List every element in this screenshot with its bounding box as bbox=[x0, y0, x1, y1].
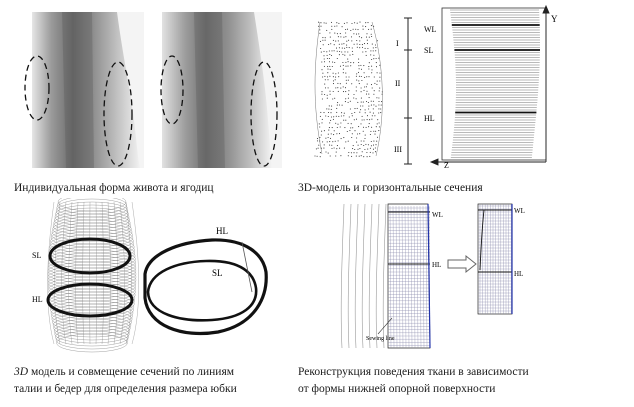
body-shape-renders-svg bbox=[24, 12, 282, 168]
horizontal-slice-lines bbox=[450, 9, 540, 158]
fabric-reconstruction-figure: WL HL Sewing line WL HL bbox=[336, 198, 532, 358]
buttock-dashed-ellipse bbox=[103, 61, 133, 167]
wl-label: WL bbox=[424, 25, 437, 34]
fabric-pattern-right bbox=[477, 203, 513, 315]
hl-ring-label: HL bbox=[32, 295, 43, 304]
sl-ring-label: SL bbox=[32, 251, 41, 260]
z-axis-label: Z bbox=[444, 161, 449, 170]
caption-top-right: 3D-модель и горизонтальные сечения bbox=[298, 182, 483, 194]
wireframe-overlay-svg: SL HL HL SL bbox=[32, 192, 268, 353]
model-sections-svg: I II III WL SL HL Y Z bbox=[314, 4, 558, 170]
caption-bottom-left-line1: модель и совмещение сечений по линиям bbox=[28, 366, 235, 378]
caption-bottom-right-line2: от формы нижней опорной поверхности bbox=[298, 383, 496, 395]
axes bbox=[429, 4, 550, 166]
belly-dashed-ellipse bbox=[160, 55, 184, 125]
y-axis-label: Y bbox=[551, 14, 558, 24]
body-shape-renders bbox=[22, 10, 284, 170]
wireframe-model bbox=[47, 192, 139, 353]
zone-label-2: II bbox=[395, 79, 401, 88]
wl-fabric-label: WL bbox=[432, 211, 443, 219]
zone-bracket bbox=[404, 17, 412, 165]
point-cloud-model bbox=[314, 21, 383, 158]
fabric-drape-left bbox=[340, 203, 431, 349]
hl-section-label: HL bbox=[216, 226, 228, 236]
fabric-reconstruction-svg: WL HL Sewing line WL HL bbox=[340, 203, 525, 349]
hl-label: HL bbox=[424, 114, 435, 123]
hip-cross-section bbox=[143, 238, 268, 336]
sewing-line-label: Sewing line bbox=[366, 336, 395, 342]
hip-section-ring bbox=[46, 282, 134, 318]
body-render-left bbox=[24, 12, 144, 168]
belly-dashed-ellipse bbox=[24, 55, 50, 121]
caption-bottom-left-line2: талии и бедер для определения размера юб… bbox=[14, 383, 237, 395]
model-sections-figure: I II III WL SL HL Y Z bbox=[300, 4, 620, 170]
y-axis-arrow-icon bbox=[542, 4, 550, 14]
hl-pattern-label: HL bbox=[514, 270, 523, 278]
zone-label-1: I bbox=[396, 39, 399, 48]
caption-bottom-right-line1: Реконструкция поведения ткани в зависимо… bbox=[298, 366, 529, 378]
zone-label-3: III bbox=[394, 145, 402, 154]
sl-section-label: SL bbox=[212, 268, 223, 278]
buttock-dashed-ellipse bbox=[250, 61, 278, 167]
hl-fabric-label: HL bbox=[432, 261, 441, 269]
body-render-right bbox=[160, 12, 282, 168]
waist-section-ring bbox=[48, 237, 132, 275]
caption-bottom-left-3d: 3D bbox=[14, 366, 29, 378]
wireframe-overlay-figure: SL HL HL SL bbox=[20, 192, 292, 360]
wl-pattern-label: WL bbox=[514, 207, 525, 215]
z-axis-arrow-icon bbox=[429, 158, 439, 166]
caption-top-left: Индивидуальная форма живота и ягодиц bbox=[14, 182, 214, 194]
waist-cross-section bbox=[146, 259, 258, 322]
sl-label: SL bbox=[424, 46, 433, 55]
right-arrow-icon bbox=[447, 254, 477, 274]
caption-bottom-left: 3D модель и совмещение сечений по линиям… bbox=[14, 364, 237, 398]
caption-bottom-right: Реконструкция поведения ткани в зависимо… bbox=[298, 364, 529, 398]
